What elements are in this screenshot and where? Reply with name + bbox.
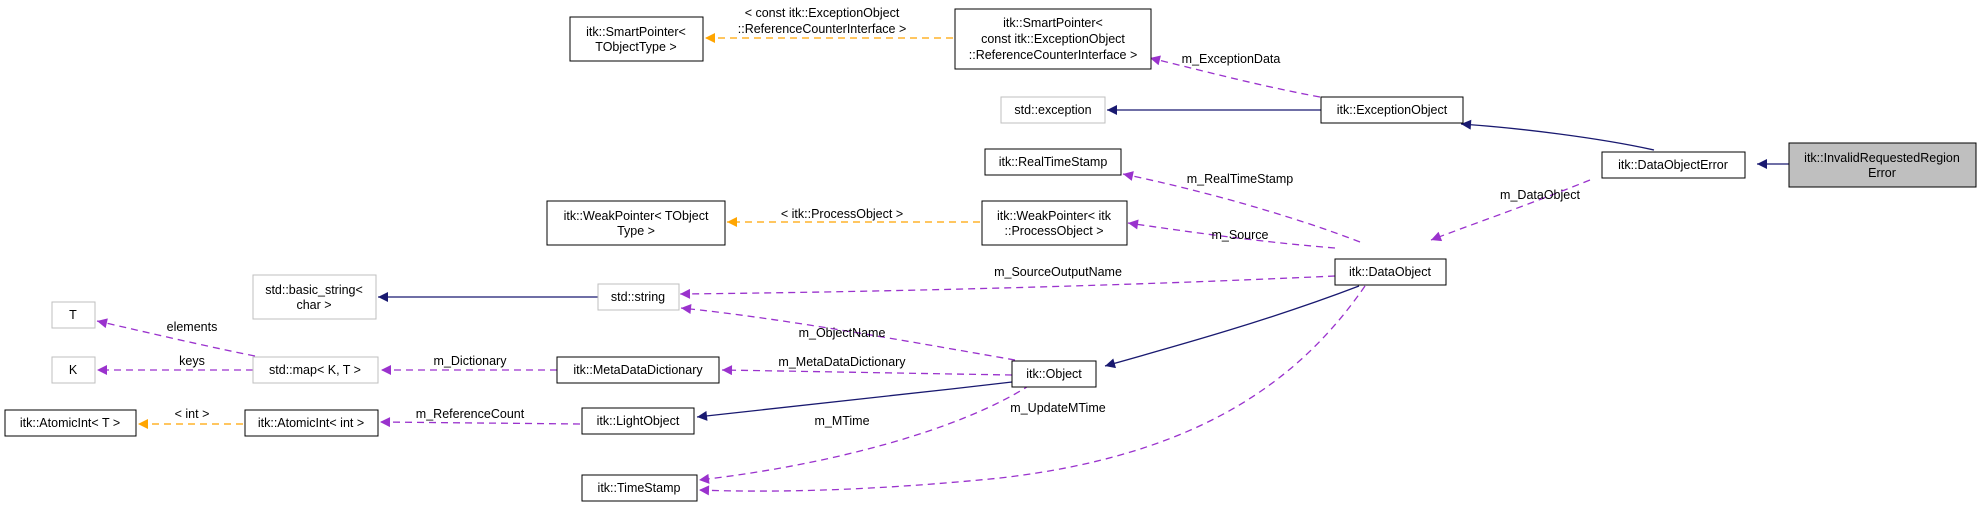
- class-node-label: std::basic_string<: [265, 283, 363, 297]
- edge-label: keys: [179, 354, 205, 368]
- class-node-template-K[interactable]: K: [51, 356, 96, 384]
- class-node-time-stamp[interactable]: itk::TimeStamp: [581, 474, 698, 502]
- class-node-real-time-stamp[interactable]: itk::RealTimeStamp: [984, 148, 1122, 176]
- class-node-label: ::ProcessObject >: [1005, 224, 1104, 238]
- edge-usage-smartpointer-to-exceptionobject: m_ExceptionData: [1149, 52, 1321, 98]
- class-node-label: TObjectType >: [595, 40, 676, 54]
- class-node-std-map[interactable]: std::map< K, T >: [252, 356, 379, 384]
- edge-label-line: ::ReferenceCounterInterface >: [738, 22, 907, 36]
- class-node-label: std::map< K, T >: [269, 363, 361, 377]
- edge-label: m_SourceOutputName: [994, 265, 1122, 279]
- class-node-label: itk::InvalidRequestedRegion: [1804, 151, 1960, 165]
- class-node-std-string[interactable]: std::string: [597, 283, 680, 311]
- class-node-meta-data-dictionary[interactable]: itk::MetaDataDictionary: [556, 356, 720, 384]
- edge-usage-atomicint-to-lightobject: m_ReferenceCount: [379, 407, 581, 428]
- edge-usage-T-to-stdmap: elements: [96, 318, 256, 357]
- edge-usage-realtimestamp-to-dataobject: m_RealTimeStamp: [1122, 171, 1361, 243]
- class-node-label: itk::WeakPointer< itk: [997, 209, 1112, 223]
- edge-usage-dataobject-to-dataobjecterror: m_DataObject: [1430, 179, 1591, 242]
- class-node-atomicint-t[interactable]: itk::AtomicInt< T >: [4, 409, 137, 437]
- class-node-label: itk::DataObject: [1349, 265, 1432, 279]
- class-node-smartpointer-tobjecttype[interactable]: itk::SmartPointer< TObjectType >: [569, 16, 704, 62]
- class-node-weakpointer-processobject[interactable]: itk::WeakPointer< itk ::ProcessObject >: [981, 200, 1128, 246]
- edge-template-atomicint-int: < int >: [138, 407, 243, 429]
- edge-label: m_DataObject: [1500, 188, 1580, 202]
- edge-label: m_RealTimeStamp: [1187, 172, 1294, 186]
- edge-label-line: < const itk::ExceptionObject: [745, 6, 900, 20]
- class-node-smartpointer-reference-counter[interactable]: itk::SmartPointer< const itk::ExceptionO…: [954, 8, 1152, 70]
- class-node-label: const itk::ExceptionObject: [981, 32, 1125, 46]
- class-node-std-exception[interactable]: std::exception: [1000, 96, 1106, 124]
- class-node-invalid-requested-region-error[interactable]: itk::InvalidRequestedRegion Error: [1788, 142, 1977, 188]
- class-node-label: char >: [296, 298, 331, 312]
- class-node-weakpointer-tobjecttype[interactable]: itk::WeakPointer< TObject Type >: [546, 200, 726, 246]
- class-node-label: Type >: [617, 224, 655, 238]
- edge-template-weakpointer-po: < itk::ProcessObject >: [727, 207, 980, 227]
- edge-usage-dataobject-to-timestamp: m_UpdateMTime: [698, 285, 1366, 496]
- class-node-label: K: [69, 363, 78, 377]
- class-node-object[interactable]: itk::Object: [1011, 360, 1097, 388]
- class-node-label: itk::ExceptionObject: [1337, 103, 1448, 117]
- edge-label: m_ReferenceCount: [416, 407, 525, 421]
- class-node-label: itk::AtomicInt< int >: [258, 416, 364, 430]
- edge-label: m_MetaDataDictionary: [778, 355, 906, 369]
- edge-label: m_MTime: [814, 414, 869, 428]
- edge-label: elements: [167, 320, 218, 334]
- edge-label: m_ExceptionData: [1182, 52, 1281, 66]
- class-node-std-basic-string[interactable]: std::basic_string< char >: [252, 274, 377, 320]
- edge-inheritance-object-to-dataobject: [1104, 285, 1360, 369]
- class-node-label: ::ReferenceCounterInterface >: [969, 48, 1138, 62]
- edge-usage-stdstring-to-object: m_ObjectName: [680, 304, 1016, 361]
- edge-usage-stdmap-to-metadatadict: m_Dictionary: [381, 354, 557, 375]
- edge-inheritance-lightobject-to-object: [696, 381, 1013, 421]
- class-node-label: Error: [1868, 166, 1896, 180]
- class-node-label: itk::RealTimeStamp: [999, 155, 1108, 169]
- class-node-label: itk::AtomicInt< T >: [20, 416, 120, 430]
- edge-usage-stdstring-to-dataobject: m_SourceOutputName: [679, 265, 1336, 299]
- class-node-template-T[interactable]: T: [51, 301, 96, 329]
- class-node-label: itk::SmartPointer<: [1003, 16, 1103, 30]
- edge-label: < int >: [175, 407, 210, 421]
- class-node-label: std::exception: [1014, 103, 1091, 117]
- class-node-label: std::string: [611, 290, 665, 304]
- edge-usage-K-to-stdmap: keys: [97, 354, 253, 375]
- class-node-label: itk::SmartPointer<: [586, 25, 686, 39]
- edge-label: m_Dictionary: [434, 354, 508, 368]
- class-node-label: T: [69, 308, 77, 322]
- class-node-light-object[interactable]: itk::LightObject: [581, 407, 695, 435]
- class-node-label: itk::DataObjectError: [1618, 158, 1728, 172]
- class-node-label: itk::WeakPointer< TObject: [564, 209, 709, 223]
- edge-inheritance-exceptionobject-to-dataobjecterror: [1460, 119, 1655, 151]
- edge-template-smartpointer-ref: < const itk::ExceptionObject ::Reference…: [705, 6, 953, 43]
- class-node-label: itk::Object: [1026, 367, 1082, 381]
- edge-label: < itk::ProcessObject >: [781, 207, 903, 221]
- edge-usage-weakpointer-to-dataobject: m_Source: [1127, 219, 1336, 249]
- edge-usage-metadatadict-to-object: m_MetaDataDictionary: [721, 355, 1013, 376]
- class-node-label: itk::MetaDataDictionary: [573, 363, 703, 377]
- edge-label: m_UpdateMTime: [1010, 401, 1105, 415]
- class-node-atomicint-int[interactable]: itk::AtomicInt< int >: [244, 409, 379, 437]
- edge-label: m_ObjectName: [799, 326, 886, 340]
- class-node-exception-object[interactable]: itk::ExceptionObject: [1320, 96, 1464, 124]
- class-node-label: itk::TimeStamp: [598, 481, 681, 495]
- class-node-data-object[interactable]: itk::DataObject: [1334, 258, 1447, 286]
- edge-label: m_Source: [1212, 228, 1269, 242]
- edge-usage-object-to-timestamp: m_MTime: [698, 384, 1031, 484]
- class-node-label: itk::LightObject: [597, 414, 680, 428]
- class-node-data-object-error[interactable]: itk::DataObjectError: [1601, 151, 1746, 179]
